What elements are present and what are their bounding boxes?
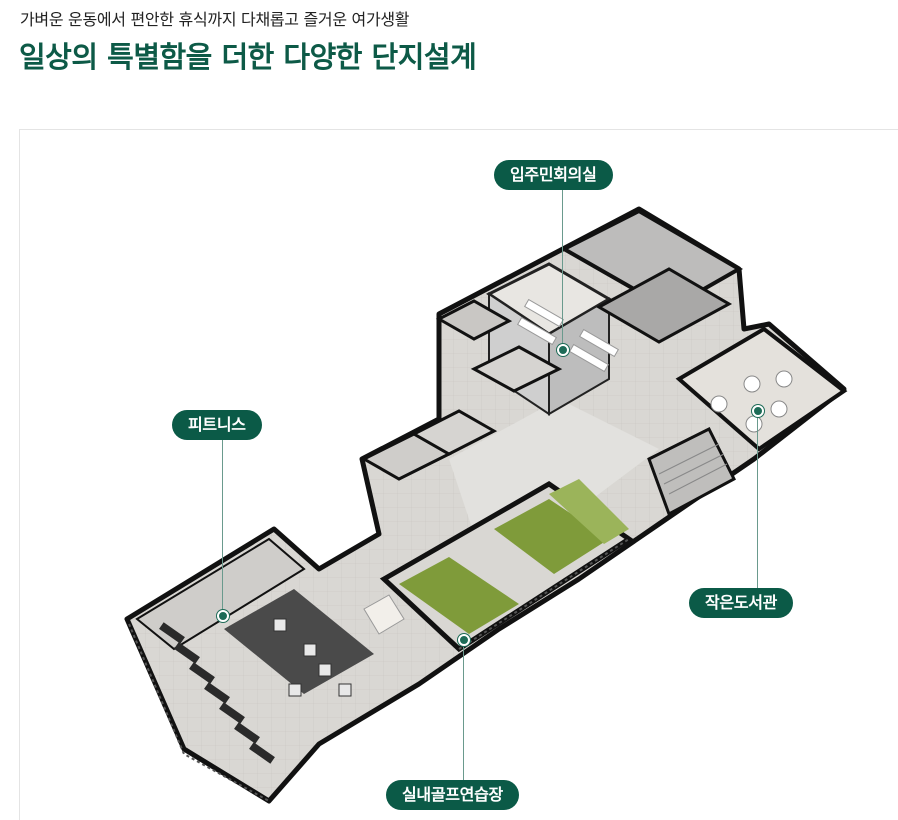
glass-wall xyxy=(458,538,630,650)
label-fitness[interactable]: 피트니스 xyxy=(172,410,262,440)
restroom-rooms xyxy=(360,299,563,481)
label-indoor-golf-range[interactable]: 실내골프연습장 xyxy=(386,780,519,810)
label-resident-meeting-hall[interactable]: 입주민회의실 xyxy=(494,160,613,190)
library-pin-line xyxy=(757,410,758,588)
floorplan-frame xyxy=(19,129,898,820)
section-title: 일상의 특별함을 더한 다양한 단지설계 xyxy=(19,40,477,74)
golf-room xyxy=(379,479,634,653)
label-small-library[interactable]: 작은도서관 xyxy=(689,588,794,618)
library-room xyxy=(647,326,848,517)
fitness-pin-dot xyxy=(217,610,229,622)
fitness-room xyxy=(135,537,405,764)
fitness-pin-line xyxy=(222,440,223,612)
meeting-hall-pin-dot xyxy=(557,344,569,356)
section-subtitle: 가벼운 운동에서 편안한 휴식까지 다채롭고 즐거운 여가생활 xyxy=(20,10,410,29)
golf-pin-dot xyxy=(458,634,470,646)
meeting-hall-pin-line xyxy=(562,190,563,348)
library-pin-dot xyxy=(752,405,764,417)
glass-wall xyxy=(128,623,270,802)
meeting-hall-room xyxy=(486,208,744,416)
isometric-floorplan xyxy=(124,206,848,804)
golf-pin-line xyxy=(463,640,464,780)
